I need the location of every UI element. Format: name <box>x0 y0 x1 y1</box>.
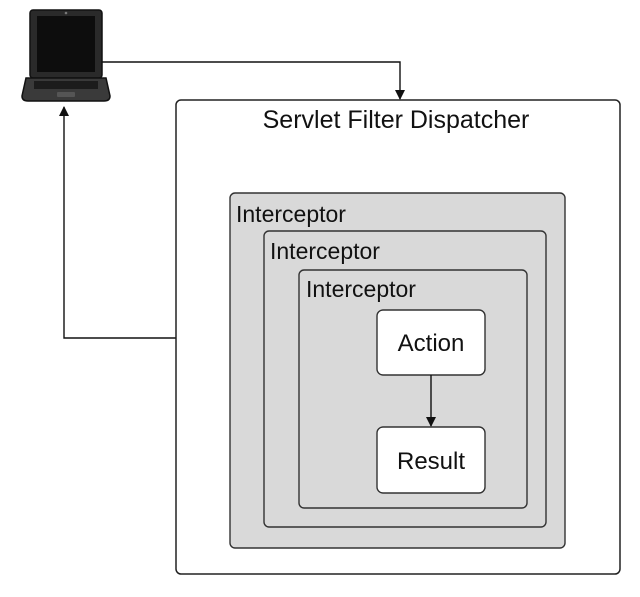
request-arrow <box>102 61 405 100</box>
response-arrow <box>59 106 176 339</box>
interceptor-label-outer: Interceptor <box>236 201 346 227</box>
action-label: Action <box>398 330 465 357</box>
interceptor-label-middle: Interceptor <box>270 238 380 264</box>
dispatcher-label: Servlet Filter Dispatcher <box>263 106 530 134</box>
result-box <box>376 426 486 494</box>
laptop-icon <box>21 9 111 102</box>
interceptor-label-inner: Interceptor <box>306 276 416 302</box>
result-label: Result <box>397 448 465 475</box>
